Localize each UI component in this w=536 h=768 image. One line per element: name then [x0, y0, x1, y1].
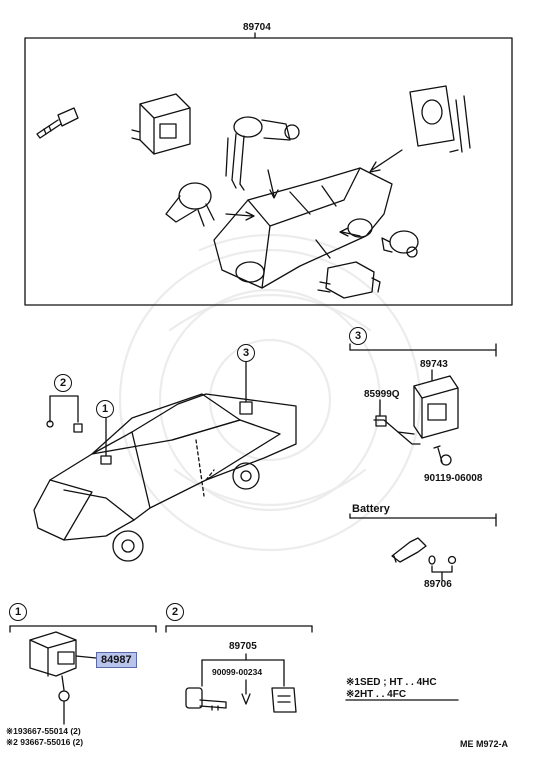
connector-84987-icon [29, 631, 97, 691]
plug-detail2-icon [271, 687, 297, 713]
callout-1-marker: 1 [96, 400, 114, 418]
detail-1-note-2: ※2 93667-55016 (2) [6, 737, 84, 747]
screw-detail2-icon [241, 693, 251, 705]
legend-line-2: ※2HT . . 4FC [346, 689, 407, 700]
trunk-lock-icon [381, 230, 419, 258]
part-89743: 89743 [420, 359, 448, 370]
section-3-marker: 3 [349, 327, 367, 345]
detail-2-marker: 2 [166, 603, 184, 621]
top-kit-part-number: 89704 [243, 22, 271, 33]
ecu-box-icon [131, 93, 191, 155]
door-connector-icon [317, 261, 381, 299]
set-89705-bracket [201, 653, 285, 695]
part-90099-00234: 90099-00234 [212, 667, 263, 677]
callout-2-bracket [46, 395, 83, 433]
legend-line-1: ※1SED ; HT . . 4HC [346, 677, 437, 688]
screw-icon [433, 445, 452, 466]
key-detail2-icon [185, 687, 227, 711]
watermark-seal [118, 233, 422, 552]
glovebox-lock-icon [409, 85, 471, 153]
callout-3-marker: 3 [237, 344, 255, 362]
callout-2-marker: 2 [54, 374, 72, 392]
door-lock-cylinder-icon [225, 116, 300, 191]
battery-key-icon [391, 537, 457, 581]
part-84987-highlight[interactable]: 84987 [96, 652, 137, 668]
diagram-code: ME M972-A [460, 739, 509, 749]
key-icon [36, 107, 79, 139]
ignition-cylinder-icon [165, 182, 215, 227]
part-89706: 89706 [424, 579, 452, 590]
part-85999q: 85999Q [364, 389, 400, 400]
detail-1-marker: 1 [9, 603, 27, 621]
top-kit-frame [24, 37, 513, 306]
part-90119-06008: 90119-06008 [424, 473, 483, 484]
screw-detail1-icon [58, 690, 70, 725]
part-89705: 89705 [229, 641, 257, 652]
battery-title: Battery [352, 503, 390, 515]
sedan-outline [33, 393, 297, 562]
pointer-arrows [225, 149, 403, 259]
bracket-85999q-icon [373, 399, 421, 445]
top-car-outline [213, 167, 393, 289]
ecu-box-section3-icon [397, 369, 459, 439]
detail-1-note-1: ※193667-55014 (2) [6, 726, 81, 736]
